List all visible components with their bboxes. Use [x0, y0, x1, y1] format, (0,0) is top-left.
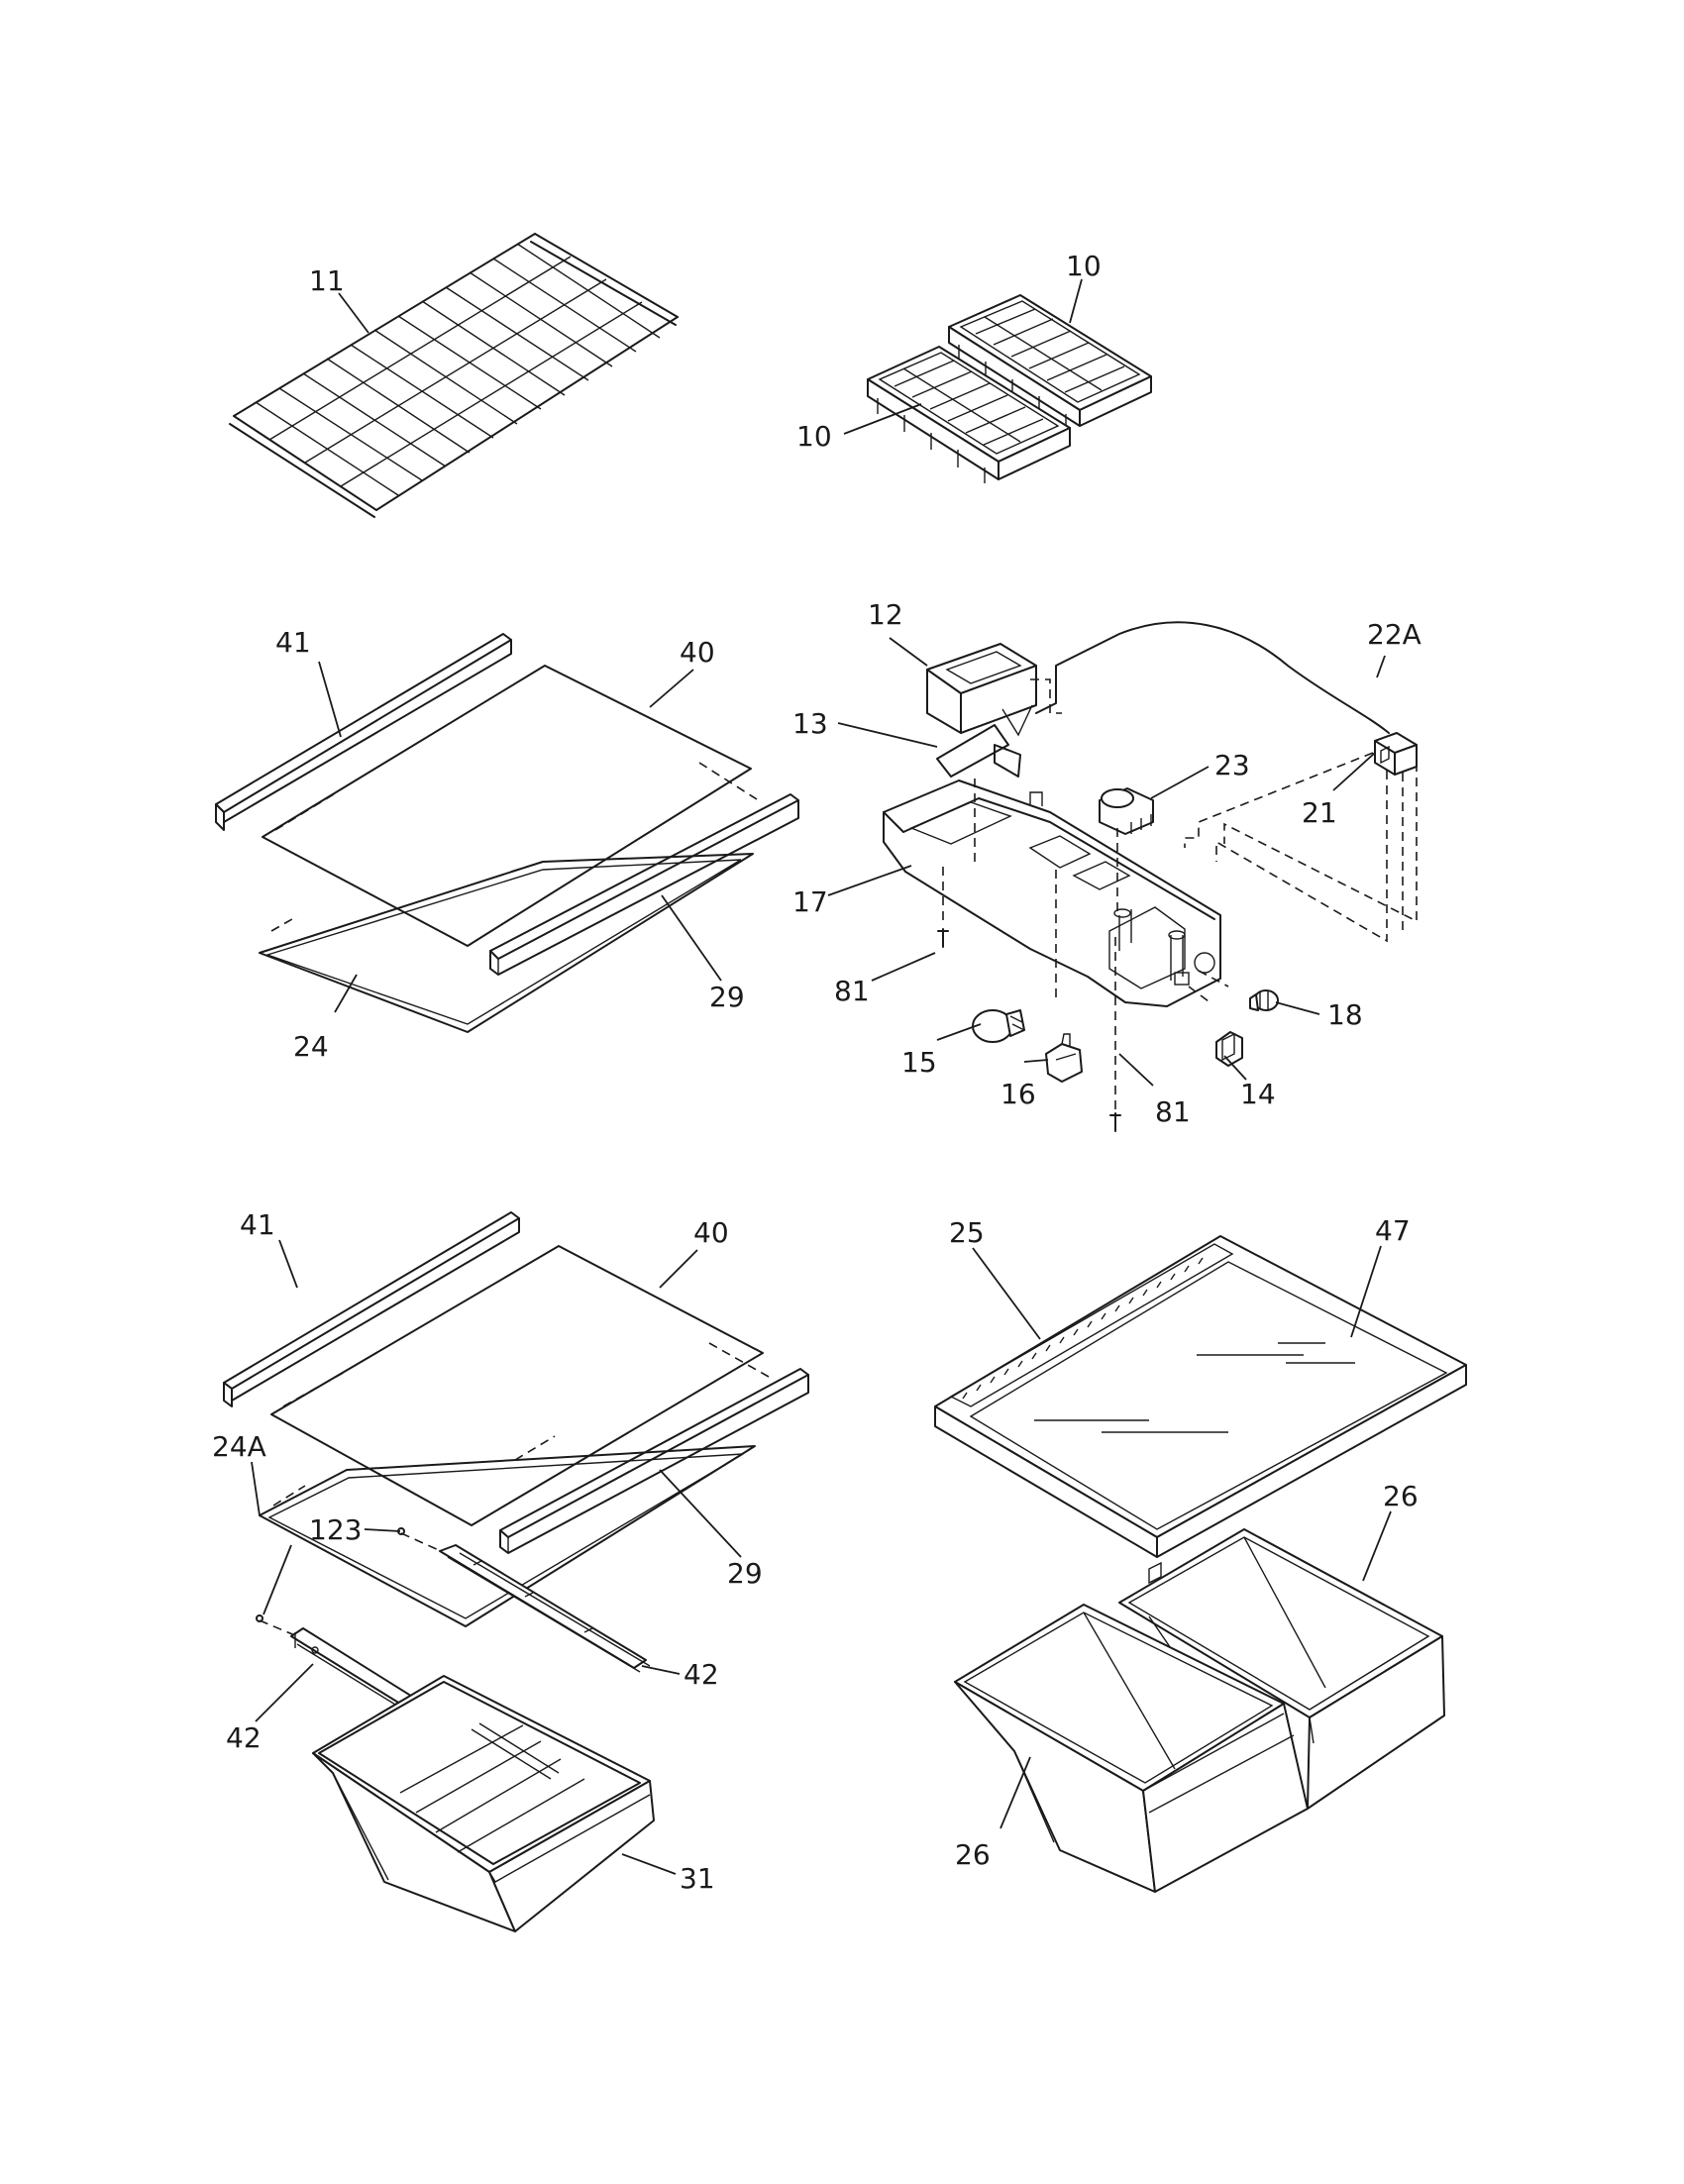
- light-shield-part-12: [926, 643, 1037, 737]
- callout-26-rear: 26: [1383, 1480, 1419, 1512]
- housing-dashes: [942, 678, 1418, 1109]
- switch-part-21: [1374, 732, 1418, 776]
- callout-13: 13: [792, 707, 828, 740]
- callout-10-front: 10: [796, 420, 832, 453]
- screw-part-123-lower: [256, 1614, 263, 1622]
- callout-123: 123: [309, 1513, 362, 1546]
- shelf-trim-part-41-lower: [223, 1211, 520, 1407]
- control-knob-part-18: [1249, 989, 1279, 1011]
- callout-24: 24: [293, 1030, 329, 1063]
- callout-41-upper: 41: [275, 626, 311, 659]
- capillary-part-22A: [1035, 621, 1390, 734]
- crisper-frame-part-25: [934, 1235, 1467, 1585]
- callout-11: 11: [309, 264, 345, 297]
- callout-26-front: 26: [955, 1838, 991, 1871]
- callout-10-rear: 10: [1066, 250, 1102, 282]
- callout-21: 21: [1302, 796, 1337, 829]
- glass-shelf-part-40-upper: [262, 665, 752, 947]
- callout-81-right: 81: [1155, 1095, 1191, 1128]
- crisper-glass-part-47: [969, 1261, 1448, 1530]
- drawer-slide-part-42-right: [439, 1544, 651, 1673]
- callout-24A: 24A: [212, 1430, 266, 1463]
- callout-47: 47: [1375, 1214, 1411, 1247]
- shelf-frame-part-24: [259, 853, 754, 1033]
- callout-42-right: 42: [684, 1658, 719, 1691]
- crisper-bin-part-26-rear: [1118, 1528, 1445, 1810]
- shelf-frame-part-24A: [259, 1445, 756, 1627]
- screw-part-81-right: [1109, 1112, 1121, 1132]
- callout-41-lower: 41: [240, 1208, 275, 1241]
- ice-tray-part-10-rear: [948, 294, 1152, 428]
- light-switch-part-14: [1215, 1031, 1243, 1067]
- screw-part-81-left: [937, 928, 949, 948]
- callout-40-upper: 40: [680, 636, 715, 669]
- callout-29-lower: 29: [727, 1557, 763, 1590]
- drawer-part-31: [312, 1675, 655, 1932]
- callout-42-left: 42: [226, 1721, 262, 1754]
- shelf-trim-part-29-lower: [499, 1368, 809, 1554]
- crisper-bin-part-26-front: [954, 1604, 1309, 1893]
- thermostat-part-23: [1099, 787, 1154, 835]
- callout-15: 15: [901, 1046, 937, 1079]
- callout-40-lower: 40: [693, 1216, 729, 1249]
- light-bulb-part-15: [972, 1009, 1025, 1043]
- shelf-trim-part-41-upper: [215, 633, 512, 831]
- shelf-dashes-upper: [270, 762, 758, 932]
- leader-lines: [251, 278, 1392, 1875]
- callout-25: 25: [949, 1216, 985, 1249]
- callout-12: 12: [868, 598, 903, 631]
- callout-14: 14: [1240, 1078, 1276, 1110]
- callout-22A: 22A: [1367, 618, 1421, 651]
- wire-shelf-part-11: [229, 233, 679, 518]
- callout-17: 17: [792, 885, 828, 918]
- callout-23: 23: [1214, 749, 1250, 781]
- callout-18: 18: [1327, 998, 1363, 1031]
- glass-shelf-part-40-lower: [270, 1245, 764, 1526]
- control-housing-part-17: [883, 780, 1221, 1007]
- callout-29-upper: 29: [709, 981, 745, 1013]
- shelf-trim-part-29-upper: [489, 793, 799, 976]
- callout-81-left: 81: [834, 975, 870, 1007]
- light-lens-part-13: [936, 724, 1021, 778]
- lamp-socket-part-16: [1045, 1033, 1083, 1083]
- shelf-dashes-lower: [259, 1342, 770, 1637]
- callout-31: 31: [680, 1862, 715, 1895]
- callout-16: 16: [1000, 1078, 1036, 1110]
- ice-tray-part-10-front: [867, 346, 1071, 483]
- callout-labels: 11 10 10 41 40 29 24 12 22A 13 23 21 17 …: [212, 250, 1421, 1895]
